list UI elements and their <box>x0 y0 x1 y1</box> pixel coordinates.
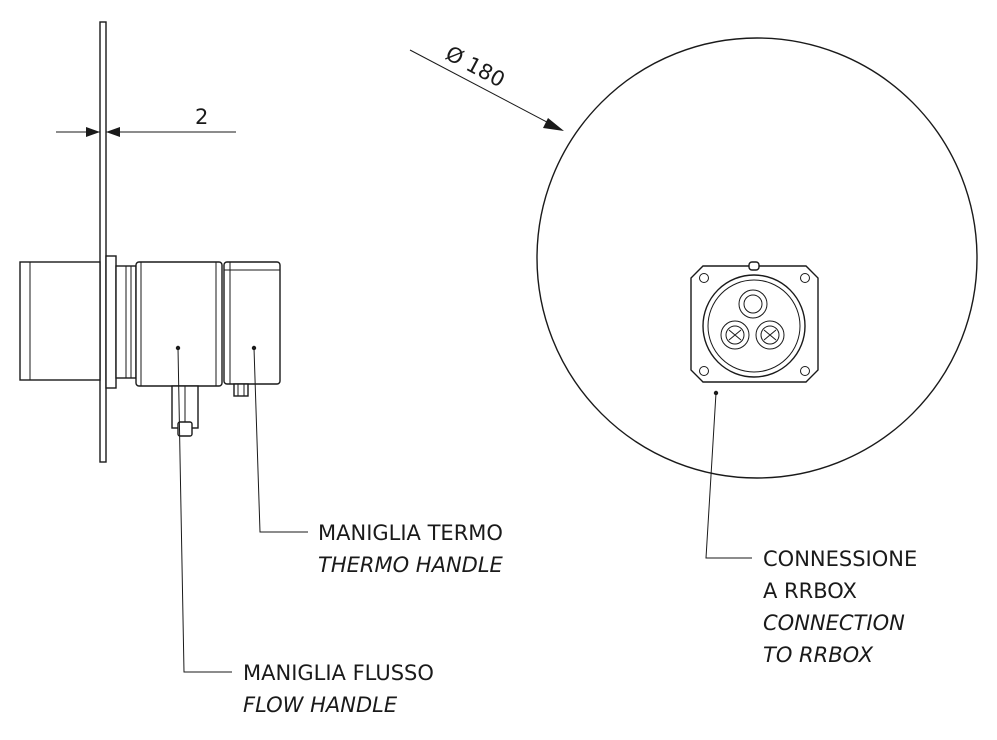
flow-label-it: MANIGLIA FLUSSO <box>243 661 434 685</box>
side-view: 2 <box>19 21 308 673</box>
diameter-dimension: Ø 180 <box>409 41 564 131</box>
thermo-cartridge <box>223 261 281 397</box>
front-view: Ø 180 <box>409 37 978 559</box>
flow-label-en: FLOW HANDLE <box>243 693 398 717</box>
connection-label-en-1: CONNECTION <box>763 611 905 635</box>
connection-label-it-1: CONNESSIONE <box>763 547 917 571</box>
connection-label-en-2: TO RRBOX <box>763 643 874 667</box>
rosette-circle <box>536 37 978 479</box>
thermo-label-it: MANIGLIA TERMO <box>318 521 503 545</box>
thermo-label-en: THERMO HANDLE <box>318 553 504 577</box>
flow-cartridge <box>135 261 223 437</box>
connection-label-it-2: A RRBOX <box>763 579 857 603</box>
rear-body <box>19 255 137 389</box>
thickness-value-label: 2 <box>195 105 208 129</box>
thickness-dimension: 2 <box>56 105 236 137</box>
connection-box <box>690 261 819 383</box>
wall-plate <box>99 21 107 463</box>
connection-leader <box>705 390 752 559</box>
flow-leader <box>175 345 232 673</box>
thermo-leader <box>251 345 308 533</box>
